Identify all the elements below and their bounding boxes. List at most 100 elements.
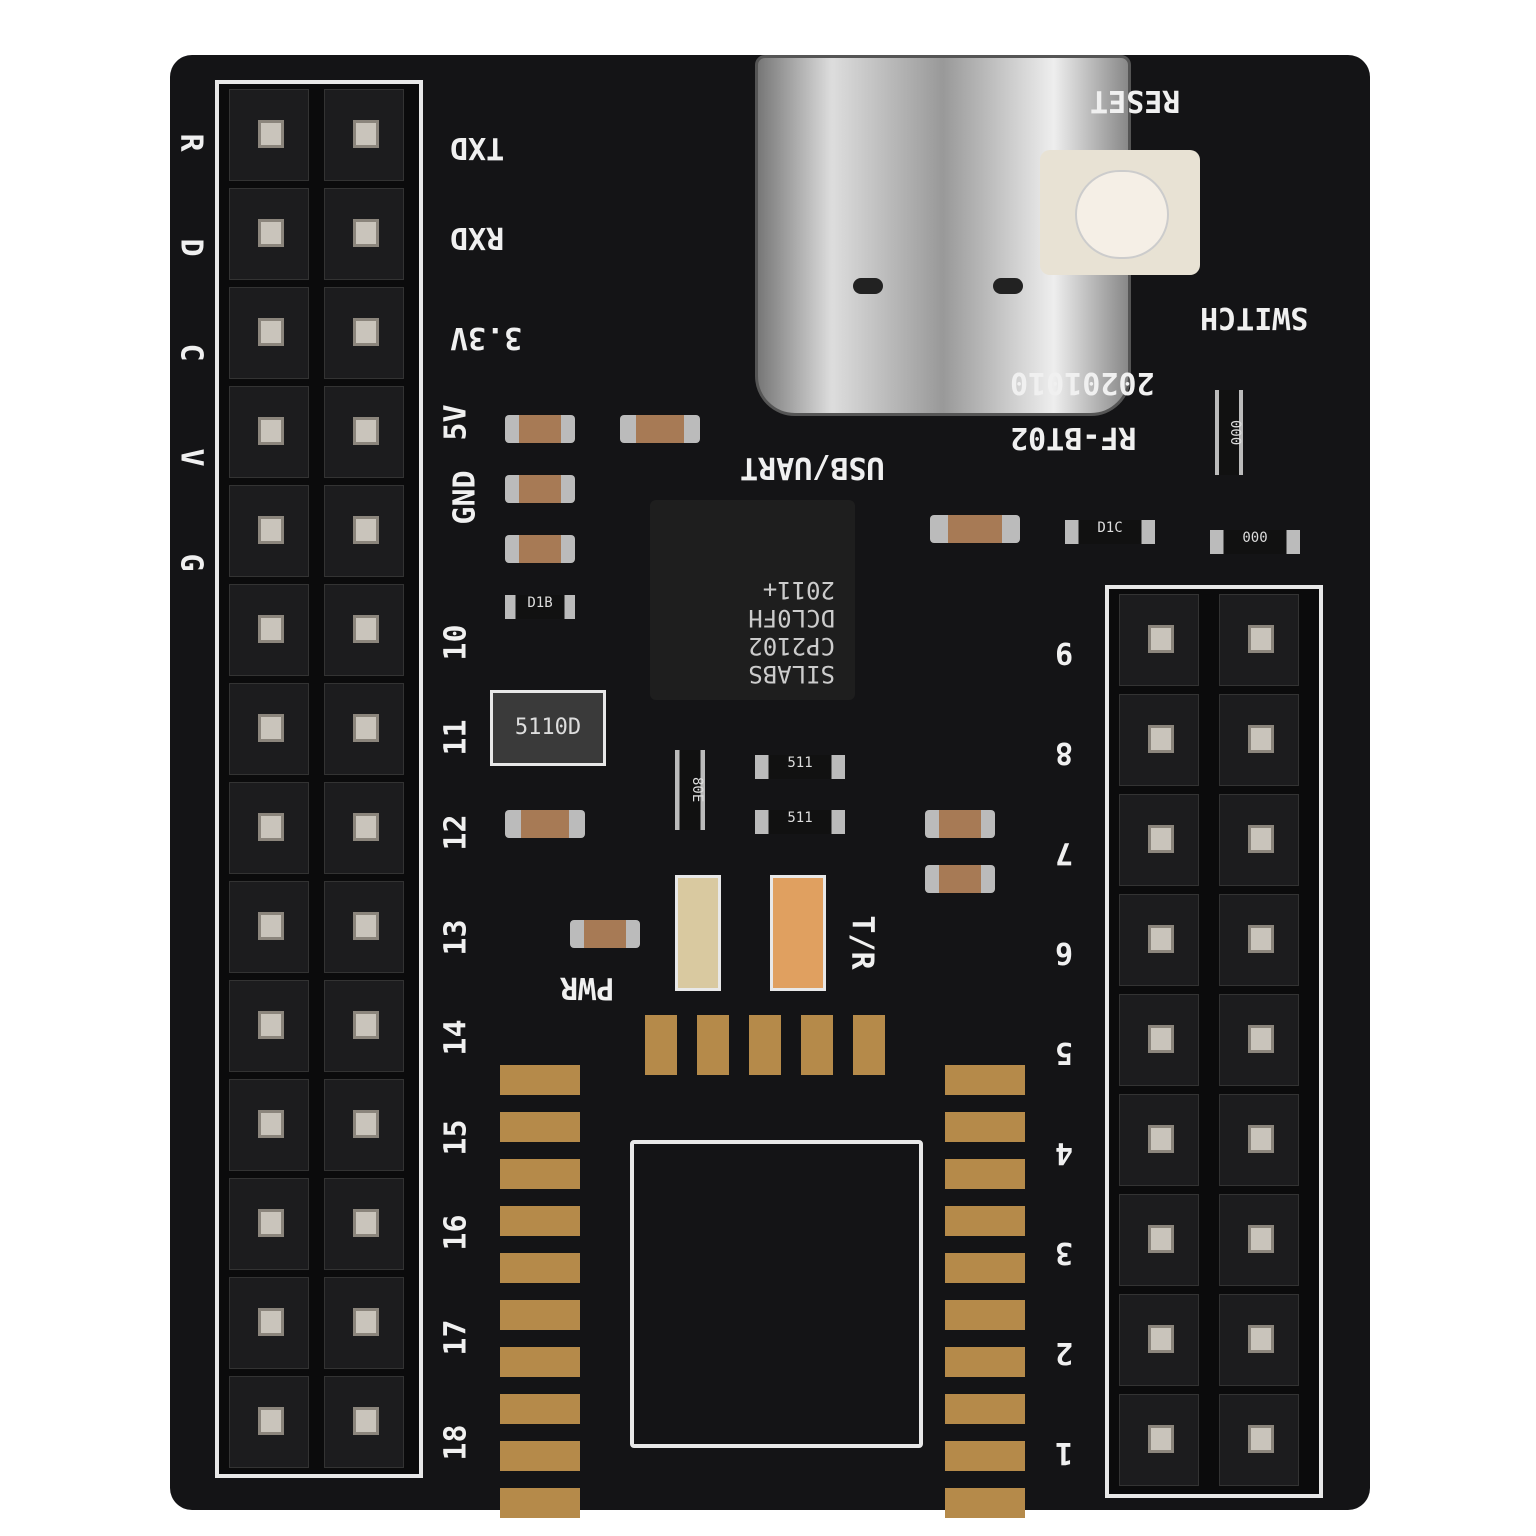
header-pin[interactable] — [1219, 1394, 1299, 1486]
pin-label: 8 — [1055, 735, 1074, 770]
header-pin[interactable] — [324, 386, 404, 478]
header-pin[interactable] — [229, 1376, 309, 1468]
pin-function-label: C — [173, 343, 209, 362]
header-pin[interactable] — [229, 89, 309, 181]
capacitor — [505, 475, 575, 503]
cp2102-chip: SILABS CP2102 DCL0FH 2011+ — [650, 500, 855, 700]
pin-label: GND — [447, 470, 483, 525]
header-pin[interactable] — [1119, 794, 1199, 886]
header-pin[interactable] — [324, 584, 404, 676]
pin-function-label: G — [173, 553, 209, 572]
castellated-pad — [500, 1300, 580, 1330]
header-pin[interactable] — [324, 1277, 404, 1369]
header-pin[interactable] — [1119, 994, 1199, 1086]
castellated-pad — [500, 1394, 580, 1424]
tr-label: T/R — [844, 915, 880, 970]
header-pin[interactable] — [1219, 1194, 1299, 1286]
chip-text: 2011+ — [762, 576, 835, 604]
header-pin[interactable] — [1119, 1394, 1199, 1486]
module-pad — [645, 1015, 677, 1075]
module-pad — [749, 1015, 781, 1075]
chip-text: SILABS — [748, 660, 835, 688]
header-pin[interactable] — [1219, 894, 1299, 986]
header-pin[interactable] — [324, 188, 404, 280]
resistor: D1B — [505, 595, 575, 619]
pin-function-label: R — [173, 133, 209, 152]
date-label: 20201010 — [1010, 365, 1155, 400]
header-pin[interactable] — [324, 1079, 404, 1171]
header-pin[interactable] — [324, 89, 404, 181]
header-pin[interactable] — [229, 881, 309, 973]
usb-hole — [853, 278, 883, 294]
header-pin[interactable] — [324, 287, 404, 379]
header-pin[interactable] — [229, 683, 309, 775]
pin-label: 3.3V — [450, 320, 523, 355]
header-pin[interactable] — [324, 1376, 404, 1468]
castellated-pad — [500, 1159, 580, 1189]
pwr-label: PWR — [560, 970, 615, 1005]
castellated-pad — [945, 1347, 1025, 1377]
resistor: 000 — [1215, 390, 1243, 475]
header-pin[interactable] — [324, 1178, 404, 1270]
pin-label: 10 — [438, 624, 474, 661]
module-pad — [853, 1015, 885, 1075]
header-pin[interactable] — [1219, 1294, 1299, 1386]
pin-label: 16 — [438, 1214, 474, 1251]
header-pin[interactable] — [229, 1277, 309, 1369]
header-pin[interactable] — [1119, 694, 1199, 786]
header-pin[interactable] — [324, 683, 404, 775]
pin-label: 13 — [438, 919, 474, 956]
header-pin[interactable] — [229, 485, 309, 577]
capacitor — [930, 515, 1020, 543]
header-pin[interactable] — [324, 782, 404, 874]
header-pin[interactable] — [1219, 1094, 1299, 1186]
pin-label: 11 — [438, 719, 474, 756]
module-pad — [801, 1015, 833, 1075]
header-pin[interactable] — [1219, 694, 1299, 786]
reset-button[interactable] — [1040, 150, 1200, 275]
pin-label: 18 — [438, 1424, 474, 1461]
header-pin[interactable] — [324, 980, 404, 1072]
header-pin[interactable] — [1219, 994, 1299, 1086]
capacitor — [925, 810, 995, 838]
header-pin[interactable] — [229, 287, 309, 379]
header-pin[interactable] — [1219, 594, 1299, 686]
resistor: 511 — [755, 810, 845, 834]
pcb-board: USB/UART RESET SWITCH 20201010 RF-BT02 S… — [170, 55, 1370, 1518]
castellated-pad — [500, 1206, 580, 1236]
chip-text: DCL0FH — [748, 604, 835, 632]
pin-label: 12 — [438, 814, 474, 851]
header-pin[interactable] — [1119, 894, 1199, 986]
header-pin[interactable] — [1119, 1294, 1199, 1386]
header-pin[interactable] — [1119, 1094, 1199, 1186]
pin-label: 4 — [1055, 1135, 1074, 1170]
header-pin[interactable] — [229, 782, 309, 874]
header-pin[interactable] — [229, 1079, 309, 1171]
header-pin[interactable] — [1119, 1194, 1199, 1286]
capacitor — [505, 810, 585, 838]
header-pin[interactable] — [1119, 594, 1199, 686]
castellated-pad — [500, 1488, 580, 1518]
pin-label: 14 — [438, 1019, 474, 1056]
castellated-pad — [500, 1441, 580, 1471]
regulator: 5110D — [490, 690, 606, 766]
pin-label: RXD — [450, 220, 505, 255]
pin-label: 17 — [438, 1319, 474, 1356]
resistor: 511 — [755, 755, 845, 779]
header-pin[interactable] — [229, 1178, 309, 1270]
header-pin[interactable] — [229, 980, 309, 1072]
pin-label: 6 — [1055, 935, 1074, 970]
resistor: 000 — [1210, 530, 1300, 554]
header-pin[interactable] — [324, 881, 404, 973]
castellated-pad — [945, 1159, 1025, 1189]
castellated-pad — [500, 1065, 580, 1095]
pin-function-label: D — [173, 238, 209, 257]
pin-label: 5 — [1055, 1035, 1074, 1070]
header-pin[interactable] — [324, 485, 404, 577]
header-pin[interactable] — [229, 386, 309, 478]
header-pin[interactable] — [229, 584, 309, 676]
module-pad — [697, 1015, 729, 1075]
header-pin[interactable] — [1219, 794, 1299, 886]
header-pin[interactable] — [229, 188, 309, 280]
castellated-pad — [500, 1253, 580, 1283]
